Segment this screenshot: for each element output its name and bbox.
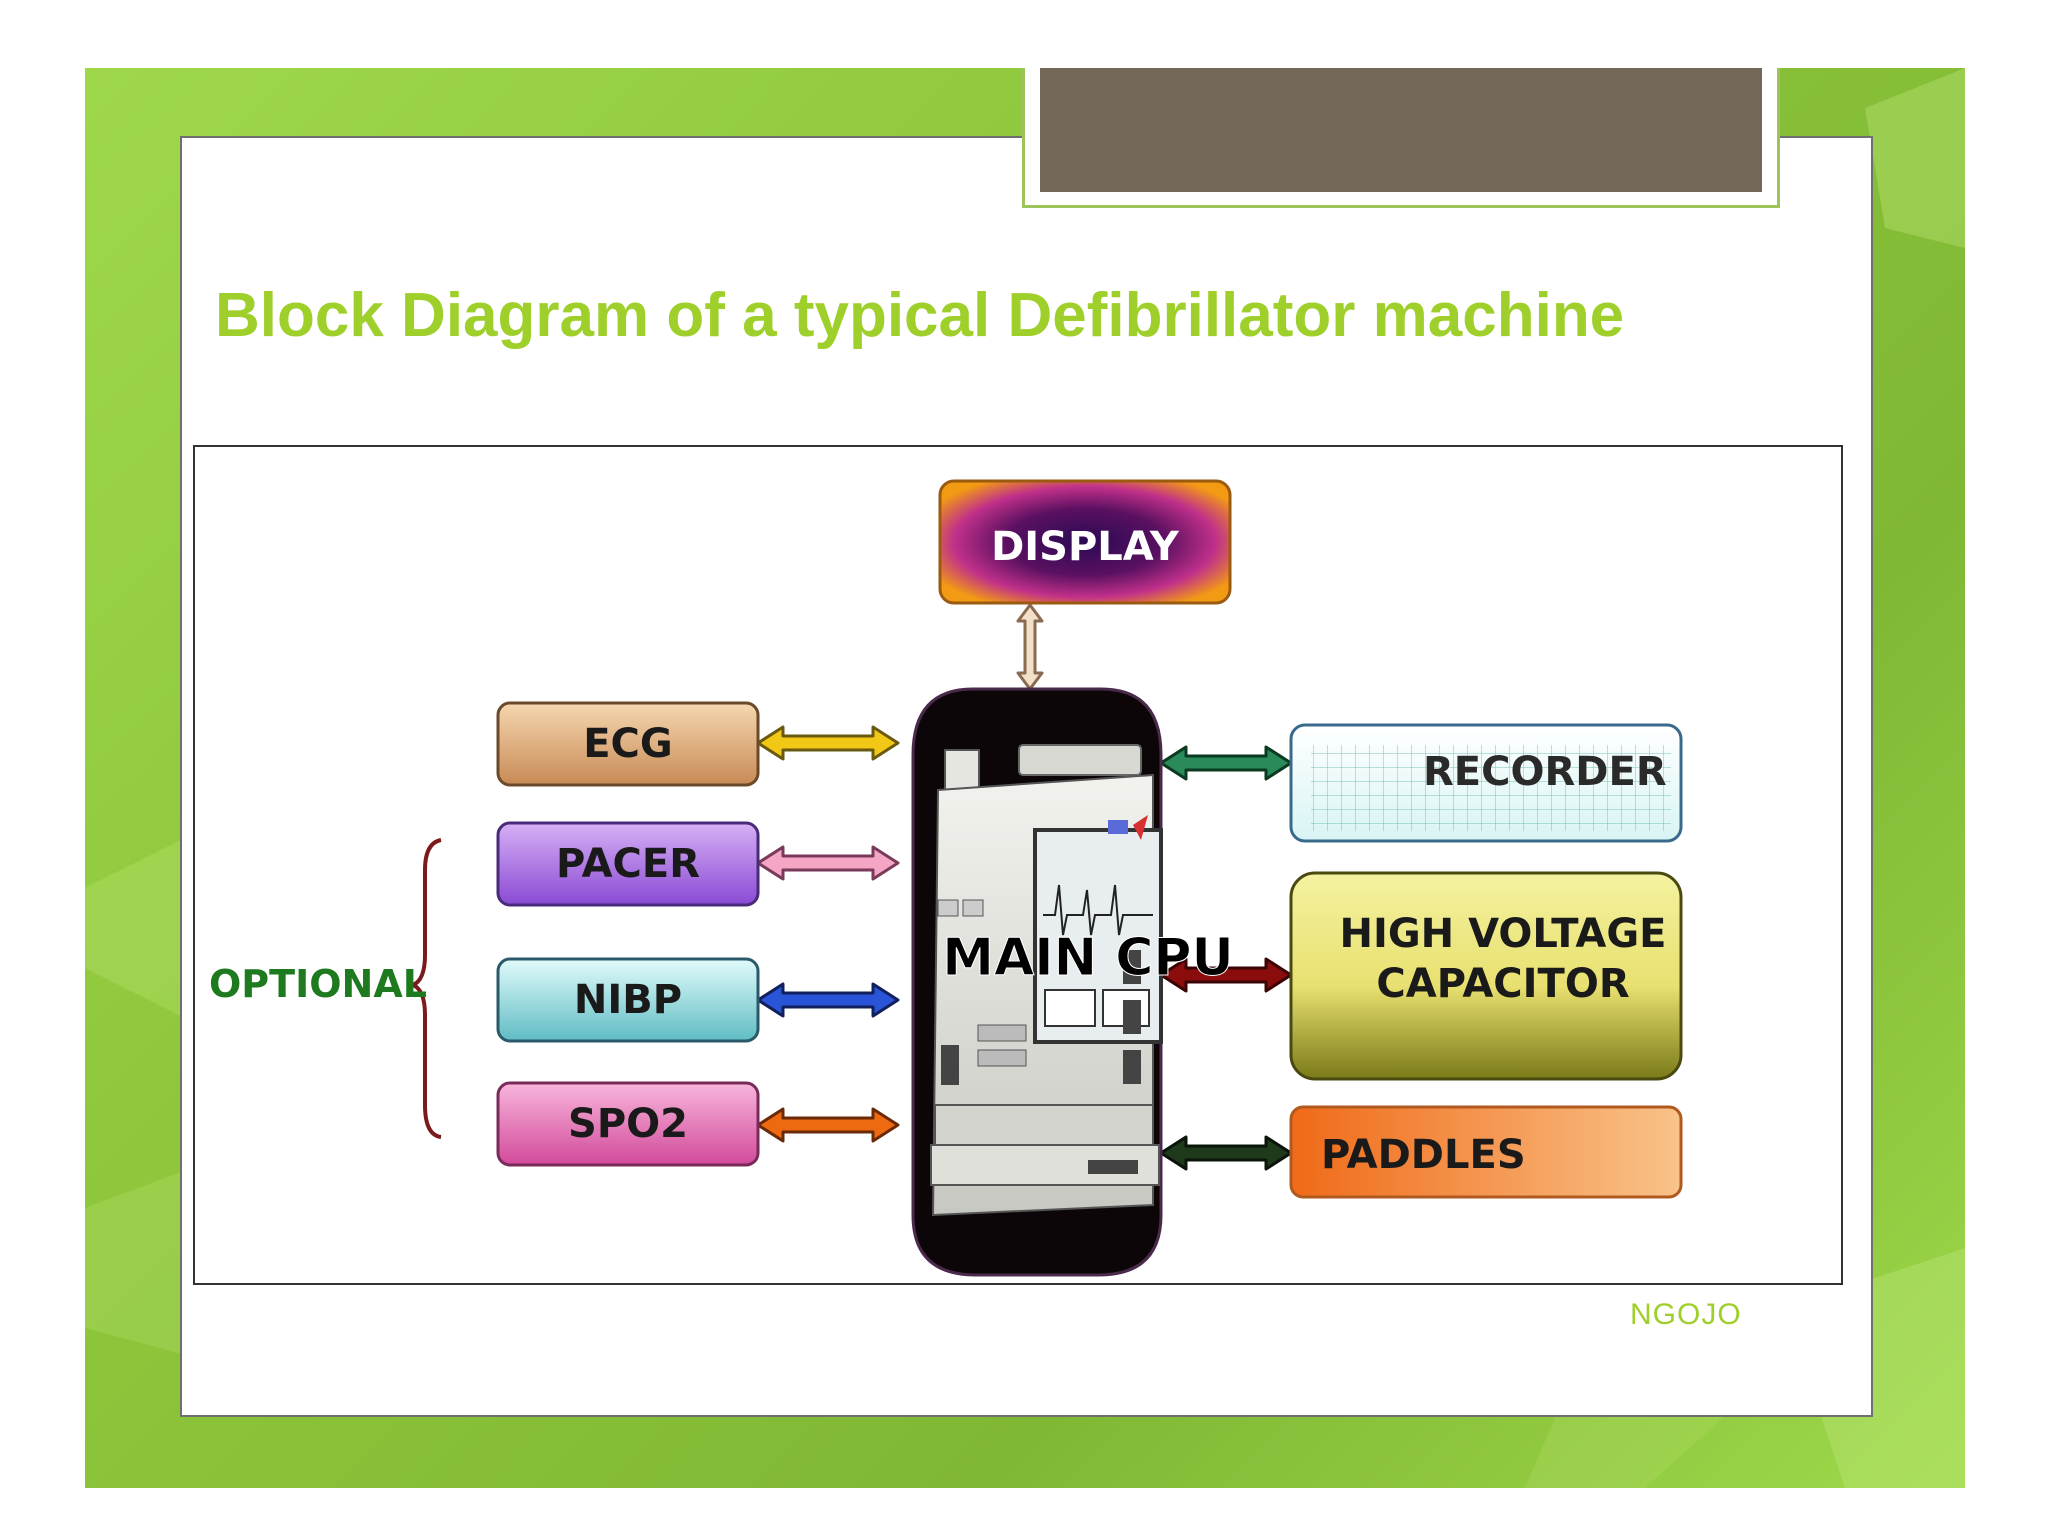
paddles-label: PADDLES [1321,1132,1526,1178]
arrow-spo2-cpu [756,1107,900,1143]
pacer-block: PACER [496,821,760,907]
main-cpu-label: MAIN CPU [942,928,1233,988]
arrow-display-cpu [1016,603,1044,691]
arrow-cpu-recorder [1159,745,1293,781]
block-diagram: DISPLAY MAIN CPU [209,479,1683,1277]
nibp-block: NIBP [496,957,760,1043]
spo2-label: SPO2 [568,1101,688,1147]
capacitor-block: HIGH VOLTAGE CAPACITOR [1289,871,1683,1081]
header-tab-fill [1040,68,1762,192]
arrow-ecg-cpu [756,725,900,761]
ecg-block: ECG [496,701,760,787]
arrow-cpu-paddles [1159,1135,1293,1171]
arrow-nibp-cpu [756,982,900,1018]
display-label: DISPLAY [991,524,1180,570]
spo2-block: SPO2 [496,1081,760,1167]
main-cpu-block: MAIN CPU [911,687,1234,1277]
slide-title: Block Diagram of a typical Defibrillator… [215,281,1625,350]
arrow-pacer-cpu [756,845,900,881]
ecg-label: ECG [583,721,673,767]
recorder-block: RECORDER [1289,723,1683,843]
paddles-block: PADDLES [1289,1105,1683,1199]
capacitor-label-line1: HIGH VOLTAGE [1339,911,1666,957]
nibp-label: NIBP [574,977,682,1023]
optional-brace [407,838,442,1139]
display-block: DISPLAY [938,479,1232,605]
recorder-label: RECORDER [1423,749,1667,795]
pacer-label: PACER [556,841,700,887]
defibrillator-illustration [930,744,1163,1217]
optional-label: OPTIONAL [209,962,427,1006]
capacitor-label-line2: CAPACITOR [1376,961,1629,1007]
slide-footer: NGOJO [1630,1298,1742,1331]
